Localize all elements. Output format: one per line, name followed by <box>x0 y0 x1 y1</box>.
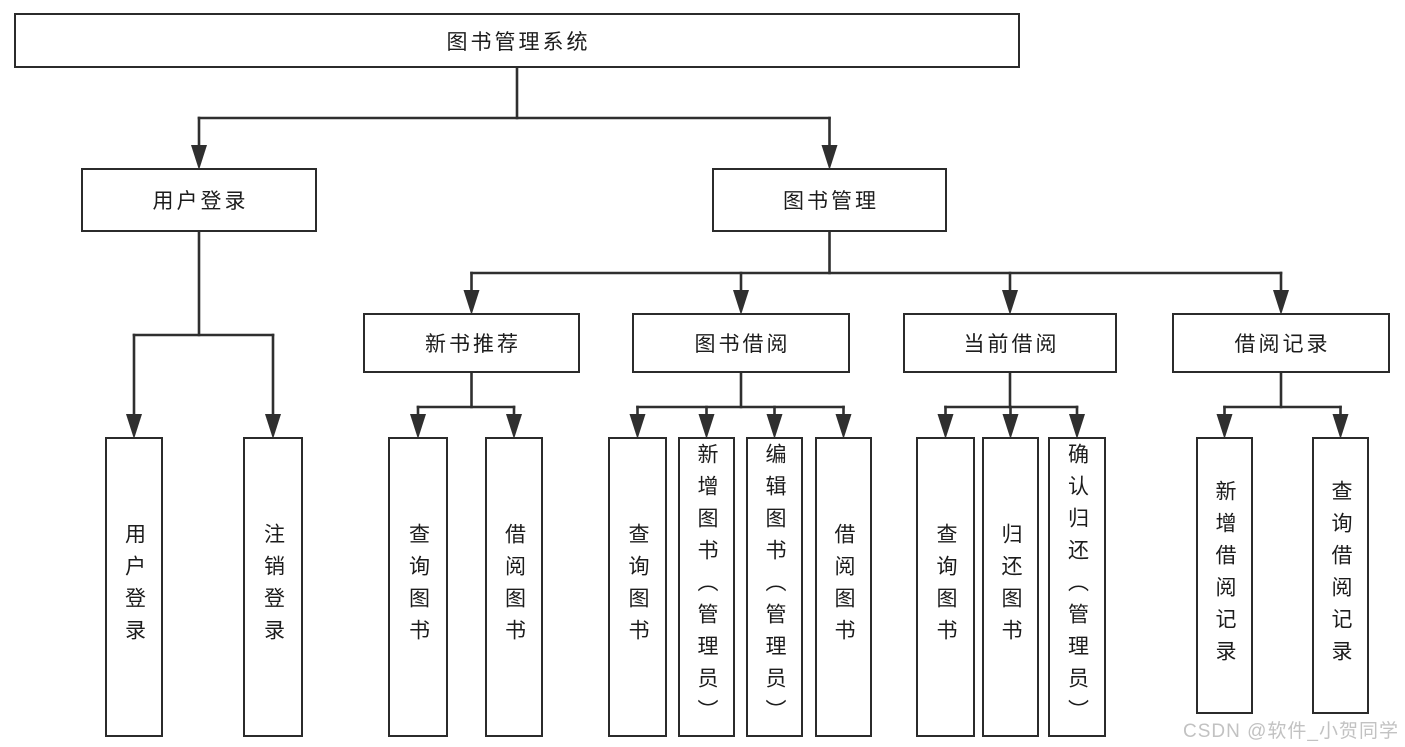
connector-arrow-confirm-return-admin <box>1069 414 1085 439</box>
node-query-books-borrowing: 查询图书 <box>608 437 667 737</box>
connector-arrow-book-borrowing <box>733 290 749 315</box>
node-borrowing-records: 借阅记录 <box>1172 313 1390 373</box>
node-label-query-books-current: 查询图书 <box>934 523 957 651</box>
node-user-login: 用户登录 <box>105 437 163 737</box>
node-query-books-recommend: 查询图书 <box>388 437 448 737</box>
node-label-borrow-books-recommend: 借阅图书 <box>502 523 526 651</box>
node-add-books-admin: 新增图书（管理员） <box>678 437 735 737</box>
node-edit-books-admin: 编辑图书（管理员） <box>746 437 803 737</box>
connector-arrow-query-books-current <box>937 414 954 439</box>
node-label-borrowing-records: 借阅记录 <box>1234 333 1331 356</box>
connector-arrow-return-books <box>1002 414 1019 439</box>
node-label-add-borrow-record: 新增借阅记录 <box>1213 479 1236 672</box>
node-label-add-books-admin: 新增图书（管理员） <box>695 443 718 731</box>
node-user-login-branch: 用户登录 <box>81 168 317 232</box>
node-add-borrow-record: 新增借阅记录 <box>1196 437 1253 714</box>
node-new-book-recommend: 新书推荐 <box>363 313 580 373</box>
node-label-new-book-recommend: 新书推荐 <box>425 333 521 356</box>
connector-arrow-new-book-recommend <box>463 290 480 315</box>
node-query-books-current: 查询图书 <box>916 437 975 737</box>
connector-arrow-query-books-recommend <box>410 414 426 439</box>
connector-arrow-logout <box>265 414 281 439</box>
connector-arrow-book-management <box>821 145 838 170</box>
node-system: 图书管理系统 <box>14 13 1020 68</box>
node-label-confirm-return-admin: 确认归还（管理员） <box>1065 443 1089 731</box>
node-label-current-borrowing: 当前借阅 <box>963 333 1060 356</box>
node-current-borrowing: 当前借阅 <box>903 313 1117 373</box>
node-confirm-return-admin: 确认归还（管理员） <box>1048 437 1106 737</box>
connector-arrow-query-borrow-record <box>1332 414 1349 439</box>
node-borrow-books-borrowing: 借阅图书 <box>815 437 872 737</box>
node-label-system: 图书管理系统 <box>446 30 591 54</box>
node-label-query-books-recommend: 查询图书 <box>406 523 430 651</box>
node-label-return-books: 归还图书 <box>999 523 1022 651</box>
node-borrow-books-recommend: 借阅图书 <box>485 437 543 737</box>
connector-arrow-add-books-admin <box>698 414 715 439</box>
connector-arrow-query-books-borrowing <box>629 414 646 439</box>
node-label-book-borrowing: 图书借阅 <box>694 333 791 356</box>
connector-arrow-borrow-books-recommend <box>506 414 522 439</box>
node-label-user-login: 用户登录 <box>122 523 146 651</box>
node-label-borrow-books-borrowing: 借阅图书 <box>832 523 855 651</box>
connector-arrow-borrow-books-borrowing <box>835 414 852 439</box>
node-book-management: 图书管理 <box>712 168 947 232</box>
node-label-user-login-branch: 用户登录 <box>152 190 249 213</box>
node-label-logout: 注销登录 <box>261 523 285 651</box>
connector-arrow-user-login <box>126 414 142 439</box>
connector-arrow-borrowing-records <box>1273 290 1289 315</box>
connector-arrow-user-login-branch <box>191 145 207 170</box>
node-logout: 注销登录 <box>243 437 303 737</box>
node-query-borrow-record: 查询借阅记录 <box>1312 437 1369 714</box>
node-label-edit-books-admin: 编辑图书（管理员） <box>763 443 786 731</box>
connector-arrow-current-borrowing <box>1002 290 1018 315</box>
node-label-query-borrow-record: 查询借阅记录 <box>1329 479 1352 672</box>
node-label-book-management: 图书管理 <box>783 190 879 213</box>
node-label-query-books-borrowing: 查询图书 <box>626 523 649 651</box>
connector-arrow-edit-books-admin <box>766 414 783 439</box>
connector-arrow-add-borrow-record <box>1216 414 1233 439</box>
node-book-borrowing: 图书借阅 <box>632 313 850 373</box>
node-return-books: 归还图书 <box>982 437 1039 737</box>
watermark: CSDN @软件_小贺同学 <box>1183 721 1399 742</box>
